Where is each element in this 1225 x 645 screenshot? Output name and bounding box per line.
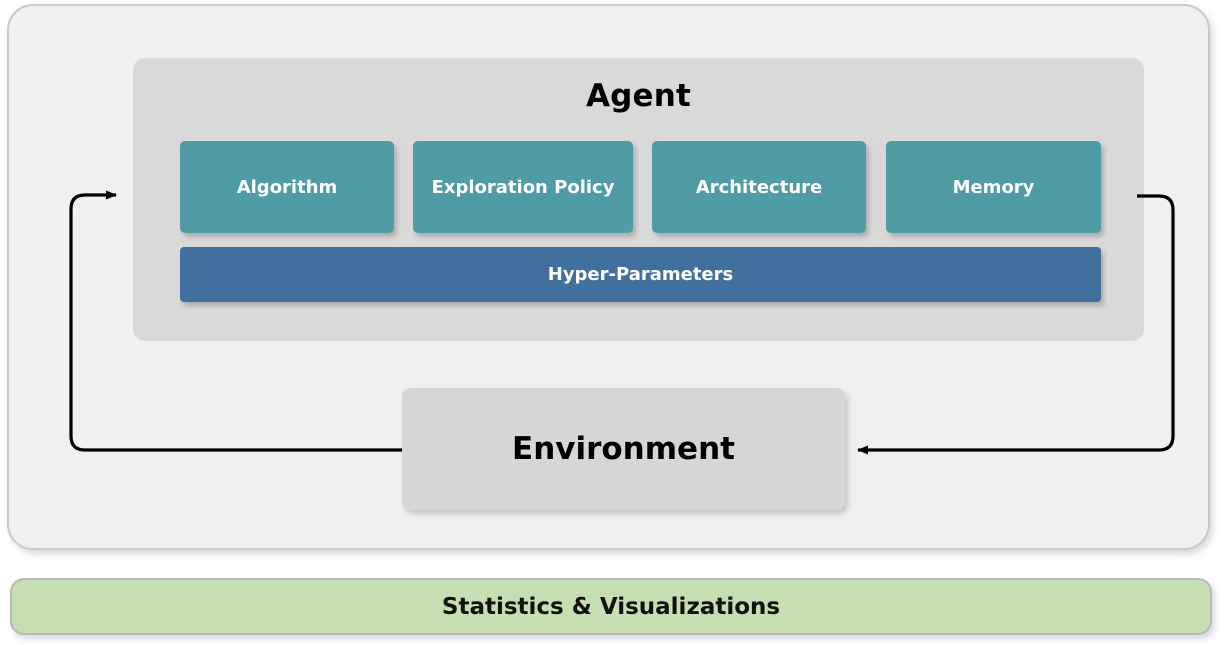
agent-title: Agent (585, 78, 692, 114)
agent-component-algorithm-label: Algorithm (236, 176, 338, 198)
agent-component-algorithm[interactable]: Algorithm (180, 141, 394, 233)
agent-component-architecture-label: Architecture (695, 176, 823, 198)
agent-components-row: Algorithm Exploration Policy Architectur… (180, 141, 1101, 233)
agent-component-exploration-policy-label: Exploration Policy (431, 176, 615, 198)
rl-framework-panel: Agent Algorithm Exploration Policy Archi… (7, 4, 1210, 550)
environment-box[interactable]: Environment (402, 388, 845, 510)
hyper-parameters-bar[interactable]: Hyper-Parameters (180, 247, 1101, 302)
statistics-visualizations-bar[interactable]: Statistics & Visualizations (10, 578, 1212, 635)
agent-component-exploration-policy[interactable]: Exploration Policy (413, 141, 633, 233)
agent-component-memory[interactable]: Memory (886, 141, 1101, 233)
agent-panel: Agent Algorithm Exploration Policy Archi… (133, 58, 1144, 341)
hyper-parameters-label: Hyper-Parameters (547, 264, 734, 285)
agent-component-memory-label: Memory (952, 176, 1035, 198)
environment-label: Environment (512, 431, 735, 467)
agent-component-architecture[interactable]: Architecture (652, 141, 866, 233)
statistics-visualizations-label: Statistics & Visualizations (441, 593, 781, 620)
